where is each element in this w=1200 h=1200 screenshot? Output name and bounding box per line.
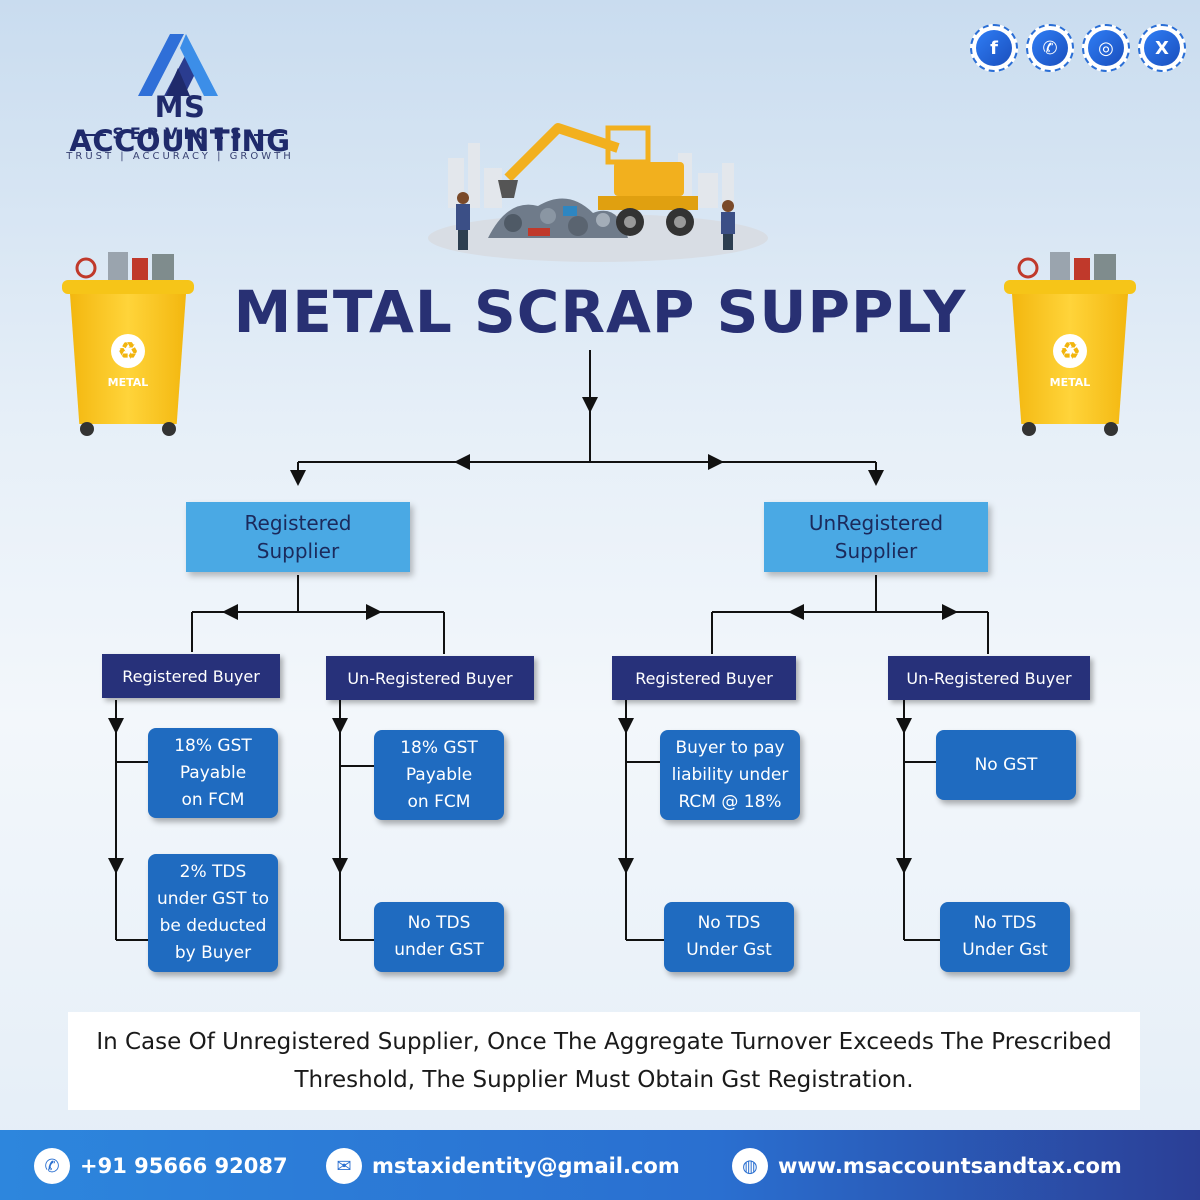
- instagram-icon[interactable]: ◎: [1082, 24, 1130, 72]
- outcome-rs-ub-gst: 18% GST Payable on FCM: [374, 730, 504, 820]
- outcome-us-rb-rcm: Buyer to pay liability under RCM @ 18%: [660, 730, 800, 820]
- rs-unregistered-buyer-box: Un-Registered Buyer: [326, 656, 534, 700]
- bin-wheel: [1022, 422, 1036, 436]
- contact-phone[interactable]: ✆ +91 95666 92087: [34, 1146, 288, 1186]
- facebook-icon[interactable]: f: [970, 24, 1018, 72]
- metal-bin-left: ♻ METAL: [62, 246, 194, 446]
- scrap-items-icon: [75, 252, 174, 284]
- bin-label: METAL: [1049, 376, 1091, 389]
- page-title: METAL SCRAP SUPPLY: [233, 278, 967, 346]
- whatsapp-icon[interactable]: ✆: [1026, 24, 1074, 72]
- scrapyard-illustration: [428, 123, 768, 262]
- threshold-note: In Case Of Unregistered Supplier, Once T…: [68, 1012, 1140, 1110]
- footer-bar: [0, 1130, 1200, 1200]
- metal-bin-right: ♻ METAL: [1004, 246, 1136, 446]
- globe-icon: ◍: [732, 1148, 768, 1184]
- recycle-icon: ♻: [1053, 334, 1087, 368]
- email-icon: ✉: [326, 1148, 362, 1184]
- bin-label: METAL: [107, 376, 149, 389]
- flow-connectors: [108, 350, 989, 941]
- phone-icon: ✆: [34, 1148, 70, 1184]
- us-unregistered-buyer-box: Un-Registered Buyer: [888, 656, 1090, 700]
- brand-tagline: TRUST | ACCURACY | GROWTH: [66, 151, 294, 162]
- contact-website[interactable]: ◍ www.msaccountsandtax.com: [732, 1146, 1122, 1186]
- recycle-icon: ♻: [111, 334, 145, 368]
- outcome-rs-rb-tds: 2% TDS under GST to be deducted by Buyer: [148, 854, 278, 972]
- outcome-us-rb-tds: No TDS Under Gst: [664, 902, 794, 972]
- bin-wheel: [80, 422, 94, 436]
- logo-mark-icon: [138, 34, 218, 96]
- outcome-us-ub-gst: No GST: [936, 730, 1076, 800]
- brand-subtitle: SERVICES: [40, 124, 320, 143]
- scrap-items-icon: [1017, 252, 1116, 284]
- contact-email[interactable]: ✉ mstaxidentity@gmail.com: [326, 1146, 680, 1186]
- outcome-rs-rb-gst: 18% GST Payable on FCM: [148, 728, 278, 818]
- bin-wheel: [162, 422, 176, 436]
- registered-supplier-box: Registered Supplier: [186, 502, 410, 572]
- outcome-us-ub-tds: No TDS Under Gst: [940, 902, 1070, 972]
- rs-registered-buyer-box: Registered Buyer: [102, 654, 280, 698]
- bin-wheel: [1104, 422, 1118, 436]
- x-twitter-icon[interactable]: X: [1138, 24, 1186, 72]
- us-registered-buyer-box: Registered Buyer: [612, 656, 796, 700]
- unregistered-supplier-box: UnRegistered Supplier: [764, 502, 988, 572]
- outcome-rs-ub-tds: No TDS under GST: [374, 902, 504, 972]
